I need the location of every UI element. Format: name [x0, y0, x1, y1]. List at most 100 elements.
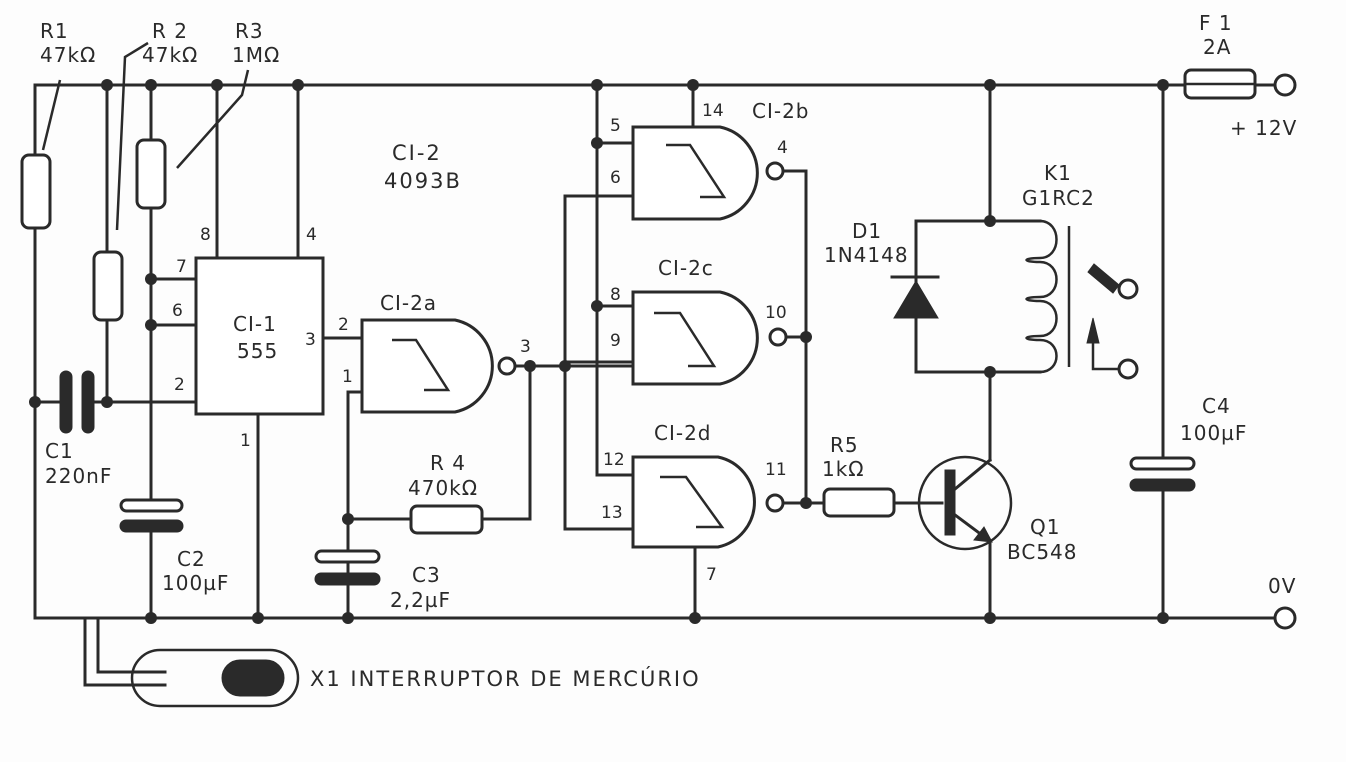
junction-dot [591, 300, 603, 312]
r3-value: 1MΩ [232, 43, 280, 67]
r3-resistor [135, 69, 250, 500]
ci1-pin-2: 2 [174, 375, 185, 395]
f1-fuse [1183, 68, 1257, 100]
ci2a-ref: CI-2a [380, 291, 437, 315]
ci2-part: 4093B [384, 169, 462, 193]
junction-dot [292, 79, 304, 91]
positive-terminal-label: + 12V [1230, 116, 1297, 140]
c1-capacitor [33, 370, 197, 434]
junction-dot [342, 513, 354, 525]
ci2a-schmitt-nand [346, 318, 635, 620]
ci2b-pin-6: 6 [610, 168, 621, 188]
junction-dot [689, 612, 701, 624]
junction-dot [101, 79, 113, 91]
r1-ref: R1 [40, 19, 69, 43]
ci2b-pin-14: 14 [702, 101, 724, 121]
junction-dot [145, 319, 157, 331]
junction-dot [252, 612, 264, 624]
ci2a-pin-1: 1 [342, 367, 353, 387]
r3-ref: R3 [235, 19, 264, 43]
junction-dot [984, 612, 996, 624]
junction-dot [984, 215, 996, 227]
r2-ref: R 2 [152, 19, 188, 43]
f1-ref: F 1 [1199, 11, 1233, 35]
junction-dot [591, 79, 603, 91]
junction-dot [145, 612, 157, 624]
c2-value: 100µF [162, 571, 229, 595]
q1-ref: Q1 [1030, 515, 1060, 539]
ci2b-pin-4: 4 [777, 138, 788, 158]
q1-npn-transistor [917, 370, 1013, 620]
x1-mercury-switch [33, 616, 300, 708]
d1-part: 1N4148 [824, 243, 909, 267]
junction-dot [29, 396, 41, 408]
r2-resistor [92, 41, 149, 404]
ci2c-pin-8: 8 [610, 285, 621, 305]
ci1-pin-3: 3 [305, 330, 316, 350]
f1-value: 2A [1203, 35, 1231, 59]
ci2d-schmitt-nand [631, 455, 826, 620]
ci1-pin-4: 4 [306, 225, 317, 245]
junction-dot [1157, 612, 1169, 624]
ci1-555-timer [194, 83, 364, 620]
r4-resistor [346, 364, 532, 535]
c2-capacitor [119, 498, 184, 620]
junction-dot [687, 79, 699, 91]
ci2c-schmitt-nand [563, 290, 808, 386]
q1-part: BC548 [1007, 540, 1078, 564]
d1-diode [890, 275, 940, 319]
c3-value: 2,2µF [390, 588, 451, 612]
c3-ref: C3 [412, 563, 441, 587]
positive-terminal[interactable] [1273, 73, 1297, 97]
r1-resistor [20, 79, 62, 620]
d1-ref: D1 [852, 219, 882, 243]
ci2b-pin-5: 5 [610, 116, 621, 136]
r5-value: 1kΩ [822, 457, 865, 481]
ci1-pin-6: 6 [172, 301, 183, 321]
ci1-pin-7: 7 [176, 257, 187, 277]
ci1-pin-8: 8 [200, 225, 211, 245]
r1-value: 47kΩ [40, 43, 96, 67]
ci2d-pin-13: 13 [601, 503, 623, 523]
r4-value: 470kΩ [408, 476, 478, 500]
ci2d-pin-7: 7 [706, 565, 717, 585]
junction-dot [800, 331, 812, 343]
k1-part: G1RC2 [1022, 186, 1095, 210]
junction-dot [800, 497, 812, 509]
relay-coil-branch [914, 83, 1042, 374]
c4-value: 100µF [1180, 421, 1247, 445]
ground-terminal-label: 0V [1268, 574, 1296, 598]
ground-terminal[interactable] [1273, 606, 1297, 630]
junction-dot [1157, 79, 1169, 91]
r2-value: 47kΩ [142, 43, 198, 67]
r5-resistor [822, 487, 944, 518]
ci2d-pin-11: 11 [765, 460, 787, 480]
c2-ref: C2 [177, 547, 206, 571]
junction-dot [145, 273, 157, 285]
k1-relay [1025, 219, 1139, 380]
ci1-pin-1: 1 [240, 431, 251, 451]
c3-capacitor [314, 549, 381, 586]
ci2c-pin-9: 9 [610, 331, 621, 351]
ci2c-pin-10: 10 [765, 303, 787, 323]
ci1-ref: CI-1 [233, 312, 277, 336]
ci2d-ref: CI-2d [654, 421, 712, 445]
ci1-part: 555 [237, 339, 278, 363]
x1-label: X1 INTERRUPTOR DE MERCÚRIO [310, 666, 701, 691]
junction-dot [342, 612, 354, 624]
r5-ref: R5 [830, 433, 859, 457]
r4-ref: R 4 [430, 451, 466, 475]
junction-dot [145, 79, 157, 91]
junction-dot [984, 366, 996, 378]
ci2-ref: CI-2 [392, 141, 442, 165]
c1-ref: C1 [45, 439, 74, 463]
c1-value: 220nF [45, 464, 112, 488]
junction-dot [211, 79, 223, 91]
ci2a-pin-3: 3 [520, 337, 531, 357]
ci2d-pin-12: 12 [603, 450, 625, 470]
junction-dot [591, 137, 603, 149]
ci2b-ref: CI-2b [752, 99, 810, 123]
ci2c-ref: CI-2c [658, 256, 714, 280]
ci2a-pin-2: 2 [338, 315, 349, 335]
